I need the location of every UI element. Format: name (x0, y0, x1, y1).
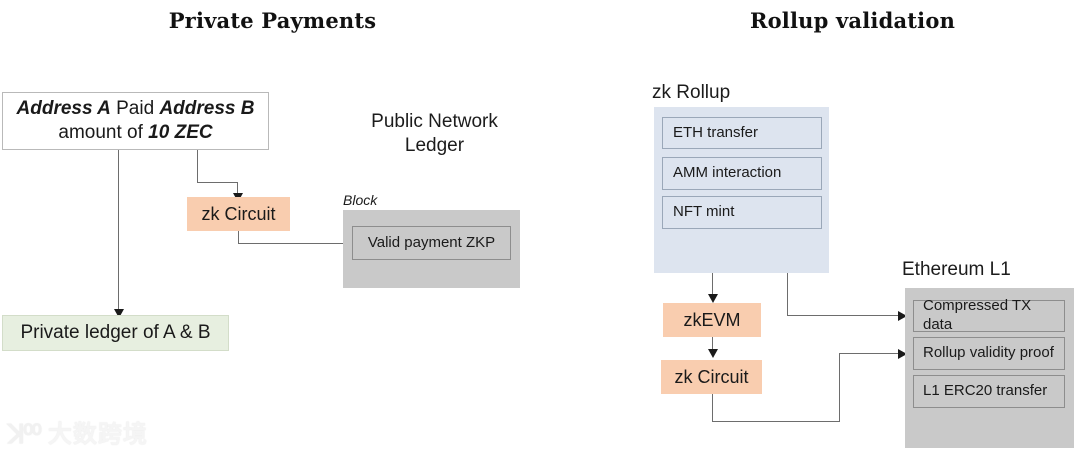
watermark-logo-icon: ꓘ⁰⁰ (8, 419, 42, 449)
paid-label: Paid (110, 98, 160, 120)
zkevm-label: zkEVM (683, 309, 741, 330)
l1-item-0: Compressed TX data (913, 297, 1065, 333)
right-panel-title: Rollup validation (749, 8, 956, 33)
l1-item-2: L1 ERC20 transfer (913, 375, 1065, 408)
l1-item-1: Rollup validity proof (913, 337, 1065, 370)
amount-of-label: amount of (58, 122, 149, 143)
zkevm-box: zkEVM (663, 303, 761, 337)
connector-zk-circuit-to-l1-h1 (712, 421, 840, 422)
address-a-label: Address A (16, 98, 111, 120)
rollup-item-2: NFT mint (662, 196, 822, 229)
rollup-item-2-label: NFT mint (673, 203, 735, 221)
amount-value-label: 10 ZEC (148, 122, 213, 143)
watermark: ꓘ⁰⁰ 大数跨境 (8, 421, 148, 447)
connector-rollup-to-zkevm (712, 273, 713, 297)
block-item-label: Valid payment ZKP (367, 233, 496, 251)
zk-circuit-box-left: zk Circuit (187, 197, 290, 231)
zk-circuit-right-label: zk Circuit (674, 366, 749, 387)
private-ledger-box: Private ledger of A & B (2, 315, 229, 351)
connector-zk-circuit-to-l1-v1 (712, 394, 713, 422)
connector-zk-circuit-to-block-h (238, 243, 344, 244)
private-ledger-label: Private ledger of A & B (20, 322, 211, 344)
connector-statement-to-private-ledger (118, 150, 119, 312)
rollup-item-1-label: AMM interaction (673, 164, 782, 182)
arrow-to-compressed-tx-data (898, 311, 907, 321)
address-b-label: Address B (159, 98, 255, 120)
connector-rollup-to-l1-h (787, 315, 901, 316)
left-panel-title: Private Payments (168, 8, 377, 33)
public-network-ledger-line2: Ledger (404, 134, 465, 156)
ethereum-l1-label: Ethereum L1 (902, 259, 1011, 280)
watermark-text: 大数跨境 (47, 420, 148, 448)
l1-item-1-label: Rollup validity proof (923, 344, 1054, 362)
l1-item-0-label: Compressed TX data (923, 297, 1032, 333)
block-caption: Block (343, 192, 378, 208)
connector-statement-right-segment (197, 182, 238, 183)
connector-zk-circuit-to-l1-h2 (839, 353, 901, 354)
arrow-to-rollup-validity-proof (898, 349, 907, 359)
connector-zkevm-to-zk-circuit (712, 337, 713, 351)
arrow-to-zkevm (708, 294, 718, 303)
payment-statement-box: Address A Paid Address B amount of 10 ZE… (2, 92, 269, 150)
connector-into-zk-circuit (237, 182, 238, 196)
zk-circuit-left-label: zk Circuit (201, 203, 276, 224)
zk-rollup-label: zk Rollup (652, 82, 731, 103)
rollup-item-1: AMM interaction (662, 157, 822, 190)
l1-item-2-label: L1 ERC20 transfer (923, 382, 1048, 400)
public-network-ledger-title: Public Network Ledger (352, 110, 517, 158)
connector-rollup-to-l1-v (787, 273, 788, 316)
zk-circuit-box-right: zk Circuit (661, 360, 762, 394)
connector-zk-circuit-to-l1-v2 (839, 353, 840, 422)
block-item-valid-payment-zkp: Valid payment ZKP (352, 226, 511, 260)
connector-zk-circuit-to-block-v (238, 231, 239, 244)
connector-statement-down-segment (197, 150, 198, 182)
public-network-ledger-line1: Public Network (371, 111, 498, 132)
rollup-item-0-label: ETH transfer (673, 123, 759, 141)
rollup-item-0: ETH transfer (662, 117, 822, 149)
arrow-to-private-ledger (114, 309, 124, 318)
arrow-to-zk-circuit-right (708, 349, 718, 358)
